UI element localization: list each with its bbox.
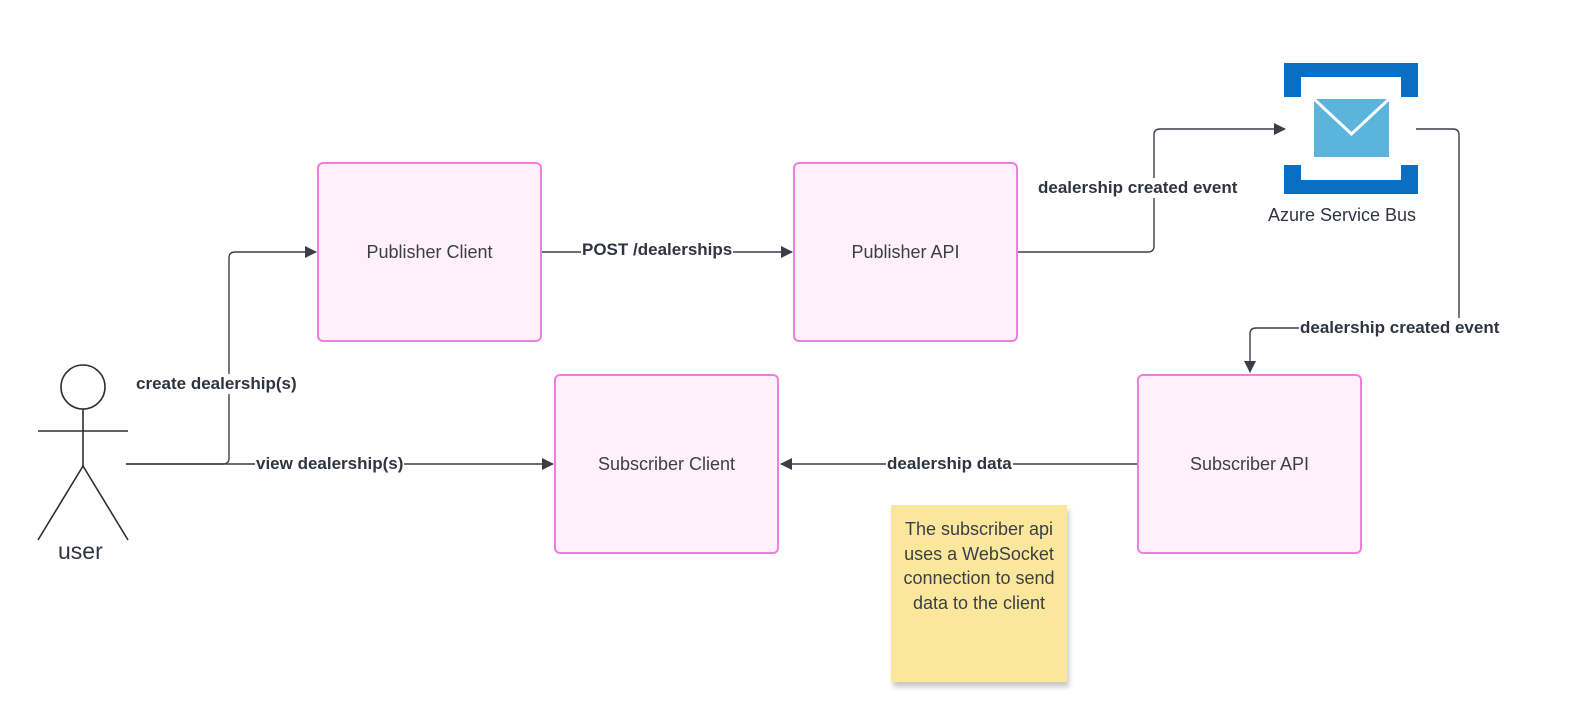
edge-create-dealerships (126, 246, 317, 465)
sticky-note-text: The subscriber api uses a WebSocket conn… (903, 519, 1055, 613)
edge-label-publish-event: dealership created event (1037, 178, 1239, 198)
subscriber-client-node[interactable]: Subscriber Client (554, 374, 779, 554)
actor-label: user (58, 538, 103, 564)
sticky-note[interactable]: The subscriber api uses a WebSocket conn… (891, 505, 1067, 682)
publisher-api-node[interactable]: Publisher API (793, 162, 1018, 342)
subscriber-api-node[interactable]: Subscriber API (1137, 374, 1362, 554)
publisher-client-label: Publisher Client (366, 241, 493, 262)
actor-stick-figure-icon (37, 364, 129, 541)
edge-label-create-dealerships: create dealership(s) (135, 374, 298, 394)
envelope-queue-icon (1284, 63, 1418, 194)
edge-label-bus-event: dealership created event (1299, 318, 1501, 338)
publisher-api-label: Publisher API (851, 241, 960, 262)
edge-label-dealership-data: dealership data (886, 454, 1013, 474)
publisher-client-node[interactable]: Publisher Client (317, 162, 542, 342)
subscriber-client-label: Subscriber Client (597, 453, 736, 474)
edge-label-post-dealerships: POST /dealerships (581, 240, 734, 260)
edge-label-view-dealerships: view dealership(s) (255, 454, 405, 474)
service-bus-label: Azure Service Bus (1268, 205, 1417, 225)
subscriber-api-label: Subscriber API (1189, 453, 1310, 474)
